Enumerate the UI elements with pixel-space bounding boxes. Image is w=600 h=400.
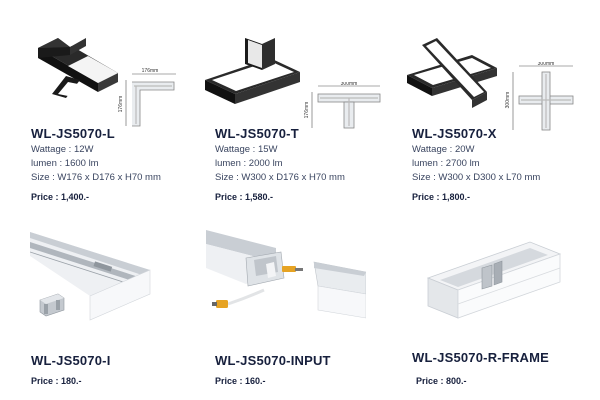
l-dim-width: 176mm (142, 68, 159, 74)
l-dim-height: 176mm (118, 96, 124, 113)
spec-lumen: lumen : 2000 lm (215, 158, 283, 169)
product-name: WL-JS5070-R-FRAME (412, 350, 550, 365)
product-price: Price : 1,800.- (412, 192, 471, 202)
product-price: Price : 1,580.- (215, 192, 274, 202)
x-dim-width: 300mm (538, 62, 555, 67)
spec-wattage: Wattage : 15W (215, 144, 278, 155)
product-name: WL-JS5070-I (31, 353, 111, 368)
product-card-input: WL-JS5070-INPUT Price : 160.- (200, 210, 400, 400)
i-profile-image (30, 232, 151, 321)
spec-lumen: lumen : 1600 lm (31, 158, 99, 169)
product-price: Price : 800.- (416, 376, 467, 386)
x-connector-image (407, 38, 497, 108)
product-price: Price : 160.- (215, 376, 266, 386)
input-connector-image (206, 230, 366, 319)
l-dimension-drawing: 176mm 176mm (118, 68, 176, 127)
product-card-r-frame: WL-JS5070-R-FRAME Price : 800.- (400, 210, 600, 400)
product-name: WL-JS5070-INPUT (215, 353, 331, 368)
x-dim-height: 300mm (505, 92, 511, 109)
product-card-t: 300mm 176mm WL-JS5070-T Wattage : 15W lu… (200, 0, 400, 210)
l-connector-image (38, 30, 118, 98)
t-dimension-drawing: 300mm 176mm (304, 82, 381, 129)
product-price: Price : 1,400.- (31, 192, 90, 202)
product-price: Price : 180.- (31, 376, 82, 386)
spec-size: Size : W300 x D176 x H70 mm (215, 172, 345, 183)
spec-wattage: Wattage : 12W (31, 144, 94, 155)
product-name: WL-JS5070-T (215, 126, 299, 141)
t-dim-height: 176mm (304, 102, 310, 119)
spec-size: Size : W300 x D300 x L70 mm (412, 172, 541, 183)
spec-wattage: Wattage : 20W (412, 144, 475, 155)
spec-size: Size : W176 x D176 x H70 mm (31, 172, 161, 183)
product-name: WL-JS5070-L (31, 126, 115, 141)
x-dimension-drawing: 300mm 300mm (505, 62, 574, 131)
t-connector-image (205, 32, 300, 104)
r-frame-image (426, 241, 562, 319)
product-card-x: 300mm 300mm WL-JS5070-X Wattage : 20W lu… (400, 0, 600, 210)
product-card-l: 176mm 176mm WL-JS5070-L Wattage : 12W lu… (0, 0, 200, 210)
product-card-i: WL-JS5070-I Price : 180.- (0, 210, 200, 400)
spec-lumen: lumen : 2700 lm (412, 158, 480, 169)
t-dim-width: 300mm (341, 82, 358, 87)
product-name: WL-JS5070-X (412, 126, 497, 141)
